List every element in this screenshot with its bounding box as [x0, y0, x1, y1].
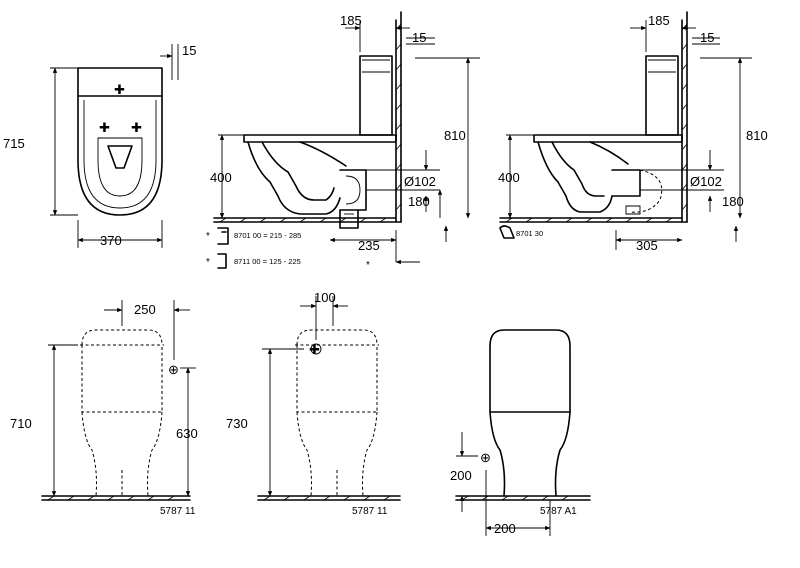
dim-outlet-diameter-label: Ø102 [404, 174, 436, 189]
connector-note: 8701 30 [500, 226, 543, 238]
dim-height-label: 810 [444, 128, 466, 143]
front-view-2-dimensions [262, 296, 348, 496]
connector-note-1: * 8701 00 = 215 - 285 [206, 228, 301, 244]
dim-offset-label: 15 [700, 30, 714, 45]
svg-text:*: * [206, 257, 210, 268]
dim-cistern-label: 185 [648, 13, 670, 28]
dim-seat-height-label: 400 [210, 170, 232, 185]
front-view-1: ⊕ 250 710 630 5787 11 [10, 300, 198, 517]
dim-inlet-height-label: 630 [176, 426, 198, 441]
svg-text:✚: ✚ [131, 120, 142, 135]
dim-width-label: 200 [494, 521, 516, 536]
svg-text:*: * [366, 260, 370, 271]
side-view-a: 185 15 810 400 Ø102 180 235 * 8701 00 = … [206, 12, 480, 271]
note-2-text: 8711 00 = 125 - 225 [234, 257, 301, 266]
note-text: 8701 30 [516, 229, 543, 238]
top-view: ✚ ✚ ✚ 715 370 15 [3, 43, 196, 248]
side-view-b: 185 15 810 400 Ø102 180 305 8701 30 [498, 12, 768, 253]
dim-outlet-height-label: 180 [408, 194, 430, 209]
dim-height-label: 200 [450, 468, 472, 483]
front-view-3-outline: ⊕ [456, 330, 590, 500]
connector-note-2: * 8711 00 = 125 - 225 * [206, 254, 370, 271]
dim-offset-label: 15 [412, 30, 426, 45]
svg-text:✚: ✚ [309, 342, 320, 357]
dim-top-label: 250 [134, 302, 156, 317]
dim-top-label: 100 [314, 290, 336, 305]
note-1-text: 8701 00 = 215 - 285 [234, 231, 301, 240]
front-view-2: ✚ 100 730 5787 11 [226, 290, 400, 517]
product-code-label: 5787 11 [160, 506, 196, 517]
front-view-2-outline: ✚ [258, 330, 400, 500]
dim-width-label: 370 [100, 233, 122, 248]
svg-text:⊕: ⊕ [480, 450, 491, 465]
side-view-b-outline [500, 12, 687, 222]
dim-seat-height-label: 400 [498, 170, 520, 185]
svg-text:⊕: ⊕ [168, 362, 179, 377]
side-view-a-outline [214, 12, 401, 228]
top-view-outline: ✚ ✚ ✚ [78, 68, 162, 215]
dim-outlet-height-label: 180 [722, 194, 744, 209]
product-code-label: 5787 A1 [540, 506, 577, 517]
dim-outlet-distance-label: 235 [358, 238, 380, 253]
dim-cistern-label: 185 [340, 13, 362, 28]
svg-text:*: * [206, 231, 210, 242]
dim-height-label: 730 [226, 416, 248, 431]
front-view-1-outline: ⊕ [42, 330, 190, 500]
svg-text:✚: ✚ [114, 82, 125, 97]
dim-height-label: 810 [746, 128, 768, 143]
side-view-a-dimensions [218, 20, 480, 262]
dim-outlet-diameter-label: Ø102 [690, 174, 722, 189]
svg-text:✚: ✚ [99, 120, 110, 135]
dim-depth-label: 715 [3, 136, 25, 151]
dim-height-label: 710 [10, 416, 32, 431]
product-code-label: 5787 11 [352, 506, 388, 517]
dim-offset-label: 15 [182, 43, 196, 58]
dim-outlet-distance-label: 305 [636, 238, 658, 253]
front-view-1-dimensions [48, 300, 196, 496]
front-view-3: ⊕ 200 200 5787 A1 [450, 330, 590, 536]
